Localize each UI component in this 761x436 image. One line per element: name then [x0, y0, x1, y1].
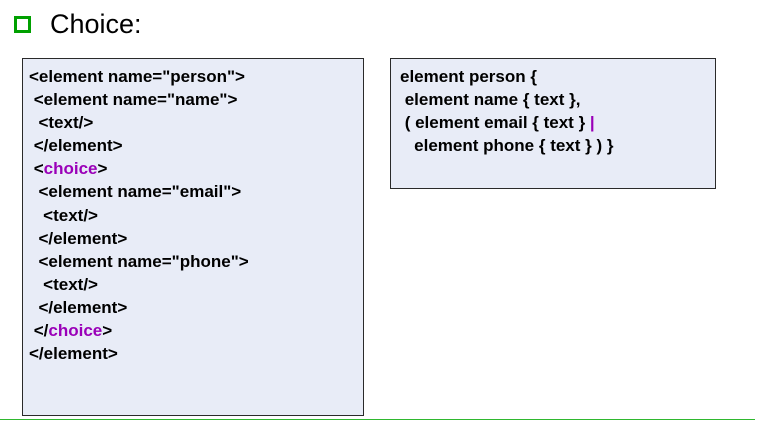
code-line: </element>: [29, 344, 118, 364]
code-line: </choice>: [29, 321, 113, 341]
code-line: </element>: [29, 297, 128, 317]
code-line: <element name="email">: [29, 182, 242, 202]
code-line: element name { text },: [400, 90, 581, 110]
choice-keyword: choice: [48, 321, 103, 341]
code-line: <element name="phone">: [29, 251, 249, 271]
choice-keyword: choice: [43, 159, 98, 179]
code-line: <text/>: [29, 205, 98, 225]
code-line: <choice>: [29, 159, 108, 179]
slide-heading: Choice:: [14, 6, 142, 42]
code-line: <element name="name">: [29, 90, 238, 110]
code-line: </element>: [29, 228, 128, 248]
code-line: <text/>: [29, 113, 94, 133]
footer-divider: [0, 419, 755, 420]
heading-text: Choice:: [50, 8, 142, 39]
code-line: ( element email { text } |: [400, 113, 595, 133]
code-line: </element>: [29, 136, 123, 156]
code-line: element phone { text } ) }: [400, 136, 614, 156]
code-line: <text/>: [29, 274, 98, 294]
hollow-square-bullet-icon: [14, 15, 31, 33]
choice-operator: |: [589, 113, 595, 133]
code-line: <element name="person">: [29, 67, 245, 86]
code-line: element person {: [400, 67, 537, 86]
compact-syntax-code-box: element person { element name { text }, …: [390, 58, 716, 189]
xml-syntax-code-box: <element name="person"> <element name="n…: [22, 58, 364, 416]
